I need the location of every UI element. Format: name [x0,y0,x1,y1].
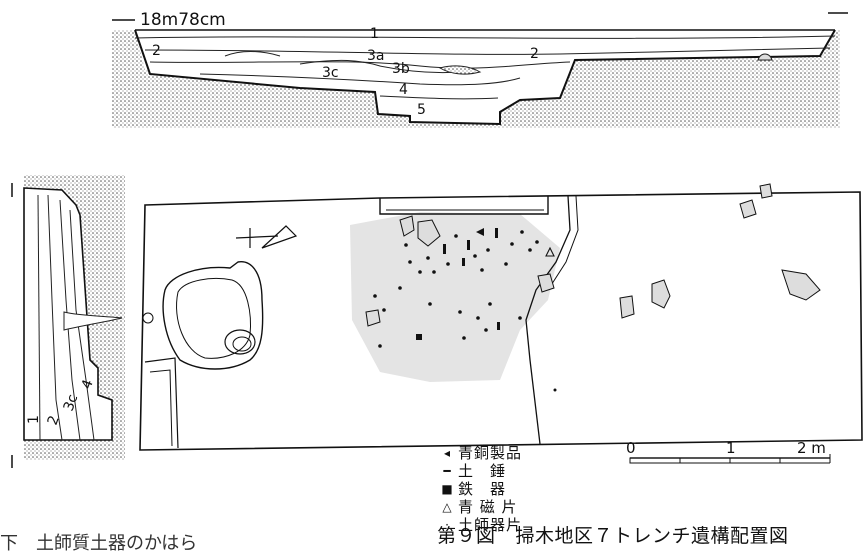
layer-label: 5 [417,102,426,118]
legend-item: ━ 土 錘 [436,462,522,480]
legend-label: 土 錘 [458,462,507,480]
layer-label: 1 [26,415,42,424]
scale-bar: 0 1 2 m [626,439,831,464]
legend-symbol-icon: △ [442,500,452,514]
layer-label: 3c [322,65,339,81]
layer-label: 2 [152,43,161,59]
layer-label: 4 [399,82,408,98]
layer-label: 3a [367,48,385,64]
pit-outer [162,261,264,370]
north-arrow-icon [235,225,298,249]
artifact-marks [373,228,557,392]
plan-shaded-area [350,212,560,382]
legend-item: ■ 鉄 器 [436,480,522,498]
elevation-label: 18m78cm [140,10,226,30]
trench-outline [139,191,863,451]
legend-item: · 土師器片 [436,516,522,534]
legend-symbol-icon: · [445,518,449,532]
top-section-cut [134,29,836,126]
layer-label: 3c [61,392,82,413]
legend-symbol-icon: ◂ [443,446,451,460]
figure-title: 掃木地区７トレンチ遺構配置図 [515,525,789,547]
layer-label: 1 [370,26,379,42]
figure-number: 第９図 [437,525,496,547]
legend-item: ◂ 青銅製品 [436,444,522,462]
legend-label: 青銅製品 [458,444,523,462]
scale-label: 0 [626,439,636,457]
layer-label: 3b [392,61,410,77]
scale-label: 2 m [797,439,826,457]
scale-label: 1 [726,439,736,457]
legend: ◂ 青銅製品 ━ 土 錘 ■ 鉄 器 △ 青 磁 片 · 土師器片 [436,444,522,534]
legend-symbol-icon: ━ [443,464,451,478]
top-section: 18m78cm 1 2 3a 3b 3c 4 5 2 [112,10,848,128]
stone-icon [365,183,821,327]
partial-body-text: 下 土師質土器のかはら [0,533,198,554]
left-section: 1 2 3c 4 [11,175,125,468]
legend-label: 土師器片 [458,516,523,534]
legend-item: △ 青 磁 片 [436,498,522,516]
figure-caption: 第９図掃木地区７トレンチ遺構配置図 [437,521,789,548]
layer-label: 2 [530,46,539,62]
legend-label: 青 磁 片 [458,498,518,516]
legend-symbol-icon: ■ [441,482,453,496]
legend-label: 鉄 器 [458,480,507,498]
plan-view [139,183,863,451]
